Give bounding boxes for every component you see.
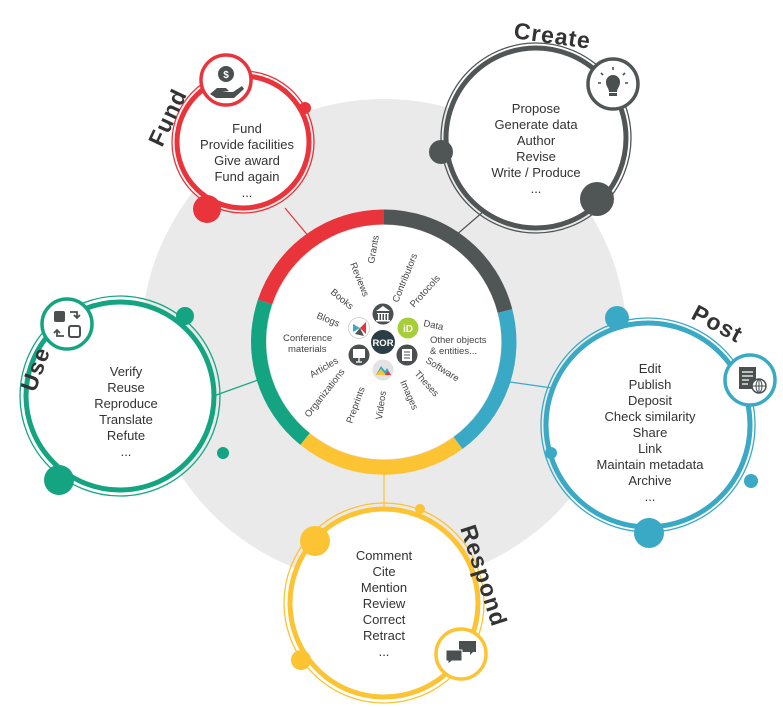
fund-dot-small (299, 102, 311, 114)
post-dot-left (545, 447, 557, 459)
create-outer-ring (440, 42, 632, 234)
create-connector (454, 210, 485, 237)
use-dot-top (176, 307, 194, 325)
respond-dot-left (291, 650, 311, 670)
post-item: Check similarity (604, 409, 696, 424)
respond-item: Review (363, 596, 406, 611)
exchange-icon (40, 297, 94, 351)
fund-item: Fund again (214, 169, 279, 184)
use-dot-large (44, 465, 74, 495)
respond-outer-ring (283, 502, 485, 704)
create-item: ... (531, 181, 542, 196)
post-dot-large (634, 518, 664, 548)
post-item: Deposit (628, 393, 672, 408)
fund-connector (284, 207, 311, 239)
hub-label-conference-2: materials (288, 344, 327, 355)
chat-bubbles-icon (434, 627, 488, 681)
create-item: Propose (512, 101, 560, 116)
hub-label-grants: Grants (366, 234, 382, 264)
post-dot-right (744, 474, 758, 488)
fund-item: Fund (232, 121, 262, 136)
post-item: Publish (629, 377, 672, 392)
create-circle (443, 45, 629, 231)
hub-ring (251, 209, 517, 475)
create-item: Revise (516, 149, 556, 164)
respond-circle (287, 506, 481, 700)
hub-label-data: Data (422, 318, 445, 333)
create-dot-large (580, 182, 614, 216)
fund-dot-large (193, 195, 221, 223)
hub-label-videos: Videos (374, 390, 389, 420)
post-item: ... (645, 489, 656, 504)
ror-logo-text: ROR (372, 338, 393, 349)
respond-item: Mention (361, 580, 407, 595)
hub-icons: iD ROR (348, 303, 419, 381)
create-item: Generate data (494, 117, 578, 132)
use-item: Reproduce (94, 396, 158, 411)
respond-item: Comment (356, 548, 413, 563)
respond-dot-top (415, 504, 425, 514)
ror-logo-icon: ROR (371, 330, 395, 354)
image-icon (372, 359, 394, 381)
post-item: Share (633, 425, 668, 440)
hub-ring-fund (257, 209, 385, 305)
use-item: Verify (110, 364, 143, 379)
document-globe-icon (723, 353, 777, 407)
fund-item: ... (242, 185, 253, 200)
respond-items: CommentCiteMentionReviewCorrectRetract..… (356, 548, 413, 659)
respond-dot-large (300, 526, 330, 556)
post-connector (509, 381, 553, 389)
hub-ring-use (251, 299, 310, 445)
fund-item: Give award (214, 153, 280, 168)
create-dot-small (429, 140, 453, 164)
post-item: Link (638, 441, 662, 456)
use-dot-right (217, 447, 229, 459)
hub-label-other-2: & entities... (430, 346, 477, 357)
svg-text:$: $ (223, 70, 229, 81)
use-outer-ring (19, 295, 221, 497)
document-icon (396, 344, 418, 366)
create-item: Write / Produce (491, 165, 580, 180)
post-item: Maintain metadata (597, 457, 705, 472)
respond-item: Correct (363, 612, 406, 627)
lightbulb-icon (586, 57, 640, 111)
orcid-icon: iD (397, 317, 419, 339)
use-item: ... (121, 444, 132, 459)
respond-item: Cite (372, 564, 395, 579)
use-item: Refute (107, 428, 145, 443)
hub-label-conference-1: Conference (283, 333, 332, 344)
create-item: Author (517, 133, 556, 148)
hub-ring-post (453, 309, 517, 450)
crossref-icon (348, 317, 370, 339)
use-item: Translate (99, 412, 153, 427)
stage-use: Use VerifyReuseReproduceTranslateRefute.… (15, 295, 229, 497)
bank-icon (372, 303, 394, 325)
presentation-icon (348, 344, 370, 366)
fund-item: Provide facilities (200, 137, 294, 152)
use-items: VerifyReuseReproduceTranslateRefute... (94, 364, 158, 459)
hub-ring-respond (300, 433, 463, 475)
post-item: Archive (628, 473, 671, 488)
use-item: Reuse (107, 380, 145, 395)
post-dot-top (605, 306, 629, 330)
respond-item: ... (379, 644, 390, 659)
stage-respond: Respond CommentCiteMentionReviewCorrectR… (283, 502, 513, 704)
respond-item: Retract (363, 628, 405, 643)
svg-text:iD: iD (403, 324, 413, 335)
hub-label-other-1: Other objects (430, 335, 487, 346)
hand-coin-icon: $ (199, 53, 253, 107)
hub-ring-create (383, 209, 513, 313)
post-item: Edit (639, 361, 662, 376)
